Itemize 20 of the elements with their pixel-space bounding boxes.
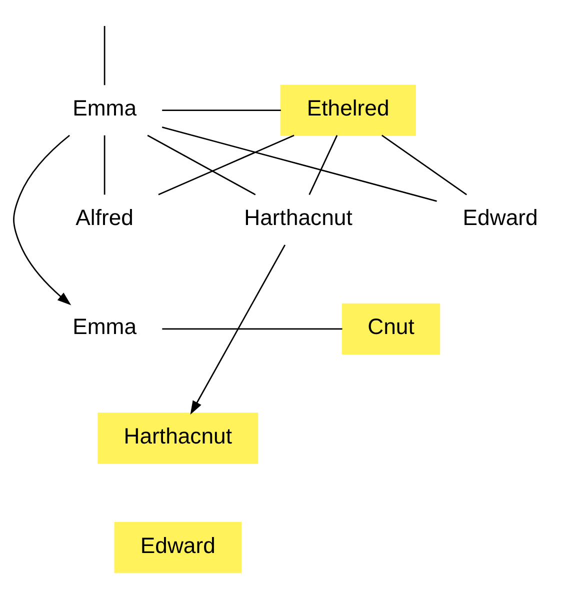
connector	[104, 135, 106, 195]
arrow	[13, 134, 72, 306]
node-text: Edward	[462, 204, 538, 230]
connector	[104, 26, 106, 86]
connector	[308, 135, 338, 195]
connector	[147, 134, 256, 196]
connector	[158, 134, 294, 196]
node-text: Emma	[72, 314, 137, 340]
node-box: Harthacnut	[98, 412, 258, 464]
node-box: Cnut	[342, 303, 440, 355]
connector	[162, 126, 437, 202]
arrow	[190, 244, 286, 415]
connector	[162, 328, 342, 330]
node-box: Edward	[114, 522, 242, 574]
connector	[162, 110, 281, 112]
node-text: Alfred	[76, 204, 134, 230]
connector	[381, 134, 467, 196]
node-text: Emma	[72, 96, 137, 121]
node-text: Harthacnut	[244, 204, 352, 230]
node-box: Ethelred	[280, 84, 416, 136]
